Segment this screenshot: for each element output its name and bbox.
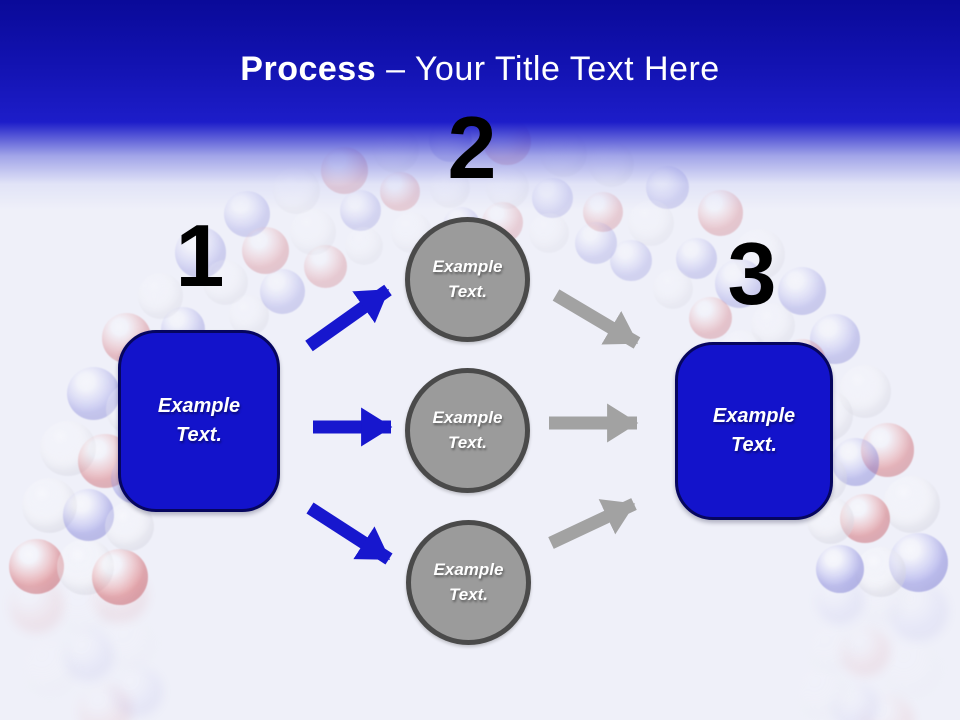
slide-title-rest: – Your Title Text Here	[386, 50, 720, 88]
step-2-circle-top-label: Example Text.	[432, 256, 503, 301]
arrow-blue-down-icon	[306, 502, 393, 565]
step-1-box: Example Text.	[118, 330, 280, 512]
step-1-box-label: Example Text.	[157, 395, 241, 446]
step-number-3: 3	[727, 224, 777, 323]
step-3-box-label: Example Text.	[712, 405, 796, 456]
step-2-circle-bottom-label: Example Text.	[433, 559, 504, 604]
step-3-box: Example Text.	[675, 342, 833, 520]
slide-title: Process– Your Title Text Here	[0, 50, 960, 89]
step-number-2: 2	[447, 98, 497, 197]
arrow-gray-down-icon	[552, 289, 641, 349]
step-2-circle-bottom: Example Text.	[406, 520, 531, 645]
step-2-circle-top: Example Text.	[405, 217, 530, 342]
step-2-circle-middle: Example Text.	[405, 368, 530, 493]
slide-title-emphasis: Process	[240, 50, 377, 88]
step-2-circle-middle-label: Example Text.	[432, 407, 503, 452]
arrow-gray-up-icon	[548, 498, 637, 549]
step-number-1: 1	[175, 206, 225, 305]
arrow-blue-up-icon	[305, 284, 392, 352]
